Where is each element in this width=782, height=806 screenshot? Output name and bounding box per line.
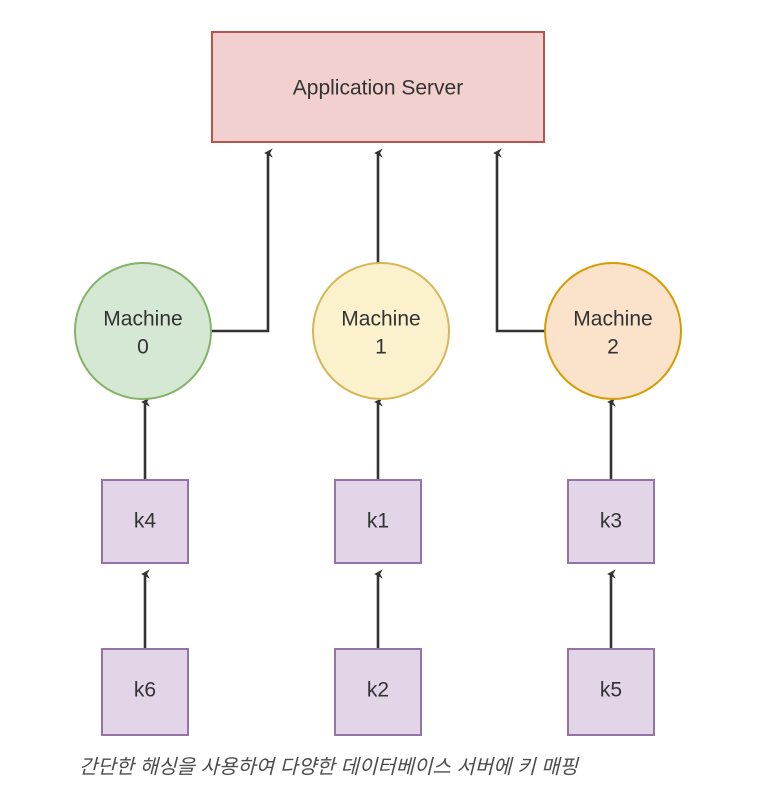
key-k2-rect [334,648,422,736]
key-k5-label: k5 [600,679,622,702]
node-key-k2[interactable]: k2 [334,648,422,736]
edge-machine-2-to-server [493,148,547,333]
node-key-k1[interactable]: k1 [334,479,422,564]
machine-0-circle [74,262,212,400]
key-k4-label: k4 [134,510,157,533]
node-machine-2[interactable]: Machine 2 [544,262,682,400]
key-k6-rect [101,648,189,736]
key-k2-label: k2 [367,679,389,702]
node-key-k6[interactable]: k6 [101,648,189,736]
edge-machine-0-to-server [211,148,273,333]
machine-1-circle [312,262,450,400]
machine-1-label-line1: Machine [341,308,420,331]
node-machine-1[interactable]: Machine 1 [312,262,450,400]
key-k1-rect [334,479,422,564]
application-server-label: Application Server [293,77,463,100]
node-application-server[interactable]: Application Server [211,31,545,143]
machine-1-label-line2: 1 [375,336,387,359]
machine-2-circle [544,262,682,400]
machine-2-label-line2: 2 [607,336,619,359]
key-k1-label: k1 [367,510,389,533]
key-k4-rect [101,479,189,564]
diagram-caption: 간단한 해싱을 사용하여 다양한 데이터베이스 서버에 키 매핑 [79,756,579,778]
machine-2-label-line1: Machine [573,308,652,331]
application-server-rect [211,31,545,143]
key-k5-rect [567,648,655,736]
machine-0-label-line1: Machine [103,308,182,331]
key-k6-label: k6 [134,679,156,702]
node-key-k4[interactable]: k4 [101,479,189,564]
key-k3-label: k3 [600,510,622,533]
node-key-k3[interactable]: k3 [567,479,655,564]
node-key-k5[interactable]: k5 [567,648,655,736]
node-machine-0[interactable]: Machine 0 [74,262,212,400]
key-k3-rect [567,479,655,564]
machine-0-label-line2: 0 [137,336,149,359]
